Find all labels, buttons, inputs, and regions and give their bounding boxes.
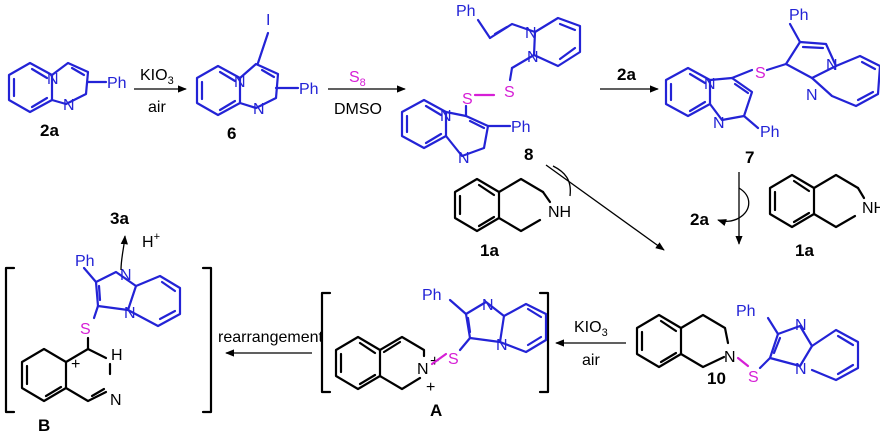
reagent-air: air	[582, 352, 600, 369]
atom-n: N	[124, 305, 136, 322]
iodine-label: I	[266, 12, 270, 29]
phenyl-label: Ph	[299, 81, 319, 98]
atom-n: N	[795, 317, 807, 334]
compound-10: N S Ph N N 10	[635, 303, 860, 388]
intermediate-a: N + + S Ph N N A	[320, 287, 550, 420]
plus-charge: +	[426, 379, 435, 396]
atom-nh: NH	[548, 204, 571, 221]
atom-n: N	[417, 361, 429, 378]
phenyl-label: Ph	[456, 3, 476, 20]
product-label-3a: 3a	[110, 209, 129, 228]
plus-charge: +	[71, 356, 80, 373]
atom-n: N	[440, 108, 452, 125]
atom-s: S	[462, 91, 473, 108]
atom-n: N	[63, 97, 75, 114]
compound-label-1a: 1a	[480, 241, 499, 260]
arrow-oxidation: KIO3 air	[555, 319, 626, 369]
atom-n: N	[806, 87, 818, 104]
compound-1a-left: NH 1a	[453, 177, 571, 260]
atom-s: S	[504, 84, 515, 101]
compound-7: Ph N N S Ph N N 7	[664, 7, 880, 167]
phenyl-label: Ph	[107, 75, 127, 92]
compound-label-2a: 2a	[40, 121, 59, 140]
atom-s: S	[80, 321, 91, 338]
arrow-step-3: 2a	[600, 65, 659, 93]
reagent-kio3: KIO3	[140, 67, 174, 87]
phenyl-label: Ph	[75, 253, 95, 270]
phenyl-label: Ph	[511, 119, 531, 136]
byproduct-2a: 2a	[690, 210, 709, 229]
phenyl-label: Ph	[736, 303, 756, 320]
phenyl-label: Ph	[422, 287, 442, 304]
arrow-7-to-10: 2a	[690, 172, 750, 245]
atom-n: N	[120, 267, 132, 284]
atom-h: H	[111, 347, 123, 364]
atom-n: N	[724, 349, 736, 366]
intermediate-b: + N H S Ph N N B	[4, 253, 213, 435]
compound-label-a: A	[430, 401, 442, 420]
atom-n: N	[482, 297, 494, 314]
arrow-step-2: S8 DMSO	[328, 69, 406, 118]
arrow-step-1: KIO3 air	[134, 67, 187, 116]
atom-s: S	[448, 351, 459, 368]
arrow-rearrangement: rearrangement	[218, 329, 324, 357]
proton-label: H+	[142, 231, 160, 251]
atom-n: N	[795, 361, 807, 378]
atom-n: N	[713, 115, 725, 132]
atom-n: N	[110, 392, 122, 409]
atom-s: S	[748, 369, 759, 386]
atom-n: N	[496, 337, 508, 354]
compound-label-b: B	[38, 416, 50, 435]
compound-2a: N N Ph 2a	[7, 61, 127, 140]
compound-label-6: 6	[227, 124, 236, 143]
phenyl-label: Ph	[760, 124, 780, 141]
compound-label-8: 8	[524, 145, 533, 164]
atom-n: N	[47, 71, 59, 88]
atom-n: N	[527, 49, 539, 66]
arrow-to-3a: 3a H+	[110, 209, 160, 271]
atom-n: N	[826, 57, 838, 74]
reagent-dmso: DMSO	[334, 101, 382, 118]
atom-s: S	[755, 65, 766, 82]
reagent-2a: 2a	[617, 65, 636, 84]
atom-n: N	[704, 76, 716, 93]
compound-label-7: 7	[745, 148, 754, 167]
compound-1a-right: NH 1a	[768, 173, 880, 260]
compound-label-10: 10	[707, 369, 726, 388]
compound-8: Ph N N S S N N Ph 8	[400, 3, 582, 167]
atom-n: N	[253, 101, 265, 118]
arrow-8-to-10	[545, 164, 665, 251]
compound-6: N N I Ph 6	[195, 12, 319, 143]
atom-n: N	[234, 74, 246, 91]
reagent-s8: S8	[349, 69, 366, 89]
compound-label-1a: 1a	[795, 241, 814, 260]
atom-nh: NH	[862, 200, 880, 217]
rearrangement-label: rearrangement	[218, 329, 324, 346]
phenyl-label: Ph	[789, 7, 809, 24]
reagent-kio3: KIO3	[574, 319, 608, 339]
reagent-air: air	[148, 99, 166, 116]
atom-n: N	[525, 25, 537, 42]
atom-n: N	[458, 150, 470, 167]
